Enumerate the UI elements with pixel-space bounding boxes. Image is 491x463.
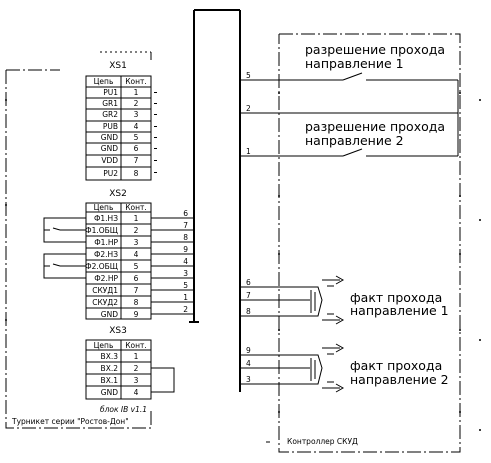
table-row: 6 [134,274,139,283]
svg-text:2: 2 [183,305,188,314]
table-row: 2 [134,99,139,108]
fact1-wire-8: 8 [246,307,251,316]
fact2-wire-9: 9 [246,346,251,355]
xs2-wire-numbers: 6 7 8 9 4 3 5 1 2 [183,209,188,314]
table-row: GND [101,310,118,319]
table-row: 3 [134,238,139,247]
svg-text:4: 4 [183,257,188,266]
fact1-wire-7: 7 [246,291,251,300]
table-row: 5 [134,133,139,142]
table-row: 8 [134,298,139,307]
permit1-line2: направление 1 [305,56,404,71]
permit2-line1: разрешение прохода [305,119,445,134]
left-block-frame [5,70,152,429]
table-row: 6 [134,144,139,153]
fact2-line1: факт прохода [350,358,442,373]
table-row: PU1 [103,88,118,97]
permit-wire-2: 2 [246,104,251,113]
table-row: 7 [134,156,139,165]
fact1-optocoupler [240,275,345,325]
table-row: ВХ.2 [101,364,119,373]
xs2-jumpers [43,217,86,279]
controller-name: Контроллер СКУД [287,437,358,446]
table-row: GR1 [102,99,118,108]
svg-text:9: 9 [183,245,188,254]
xs3-header-circuit: Цепь [94,341,114,350]
table-row: Ф1.НР [94,238,118,247]
table-row: ВХ.1 [101,376,119,385]
permit-wire-1: 1 [246,147,251,156]
permit-wiring [240,72,459,157]
table-row: GR2 [102,110,118,119]
table-row: 3 [134,110,139,119]
svg-text:8: 8 [183,233,188,242]
table-row: 1 [134,352,139,361]
xs2-header-circuit: Цепь [94,203,114,212]
permit1-line1: разрешение прохода [305,42,445,57]
xs1-header-circuit: Цепь [94,77,114,86]
table-row: 2 [134,364,139,373]
fact1-line1: факт прохода [350,290,442,305]
xs3-rows: ВХ.3 1 ВХ.2 2 ВХ.1 3 GND 4 [101,352,139,397]
table-row: 7 [134,286,139,295]
svg-text:7: 7 [183,221,188,230]
xs1-table [85,75,152,181]
xs3-title: XS3 [109,326,127,336]
table-row: Ф2.ОБЩ [85,262,118,271]
table-row: GND [101,144,118,153]
permit2-line2: направление 2 [305,133,404,148]
cable-bundle [189,9,241,392]
left-block-name: блок IB v1.1 [100,405,147,414]
table-row: 5 [134,262,139,271]
xs2-wires [151,217,194,315]
xs1-contact-marks [154,92,157,173]
table-row: СКУД1 [92,286,118,295]
xs3-header-contact: Конт. [125,341,147,350]
table-row: GND [101,133,118,142]
table-row: Ф1.НЗ [94,214,118,223]
svg-text:3: 3 [183,269,188,278]
table-row: GND [101,388,118,397]
fact2-wire-4: 4 [246,359,251,368]
xs3-jumper [151,367,175,393]
table-row: 1 [134,214,139,223]
xs2-table [85,202,152,320]
table-row: 4 [134,122,139,131]
table-row: 4 [134,388,139,397]
table-row: 9 [134,310,139,319]
svg-text:1: 1 [183,293,188,302]
table-row: 4 [134,250,139,259]
svg-text:6: 6 [183,209,188,218]
table-row: 1 [134,88,139,97]
table-row: 8 [134,169,139,178]
table-row: PU2 [103,169,118,178]
table-row: Ф2.НЗ [94,250,118,259]
table-row: 2 [134,226,139,235]
svg-text:5: 5 [183,281,188,290]
xs2-header-contact: Конт. [125,203,147,212]
table-row: ВХ.3 [101,352,119,361]
fact2-wire-3: 3 [246,375,251,384]
permit-wire-5: 5 [246,71,251,80]
fact1-wire-6: 6 [246,278,251,287]
fact2-optocoupler [240,343,345,393]
fact1-line2: направление 1 [350,303,449,318]
table-row: Ф2.НР [94,274,118,283]
xs1-header-contact: Конт. [125,77,147,86]
xs2-rows: Ф1.НЗ 1 Ф1.ОБЩ 2 Ф1.НР 3 Ф2.НЗ 4 Ф2.ОБЩ … [85,214,138,319]
table-row: PUB [103,122,118,131]
xs1-title: XS1 [109,61,127,71]
fact2-line2: направление 2 [350,372,449,387]
xs3-table [85,339,152,400]
controller-frame [278,33,461,453]
table-row: VDD [101,156,118,165]
xs2-title: XS2 [109,189,127,199]
table-row: СКУД2 [92,298,118,307]
table-row: Ф1.ОБЩ [85,226,118,235]
table-row: 3 [134,376,139,385]
left-block-caption: Турникет серии "Ростов-Дон" [11,417,129,426]
xs1-rows: PU1 1 GR1 2 GR2 3 PUB 4 GND 5 GND 6 VDD … [101,88,139,178]
